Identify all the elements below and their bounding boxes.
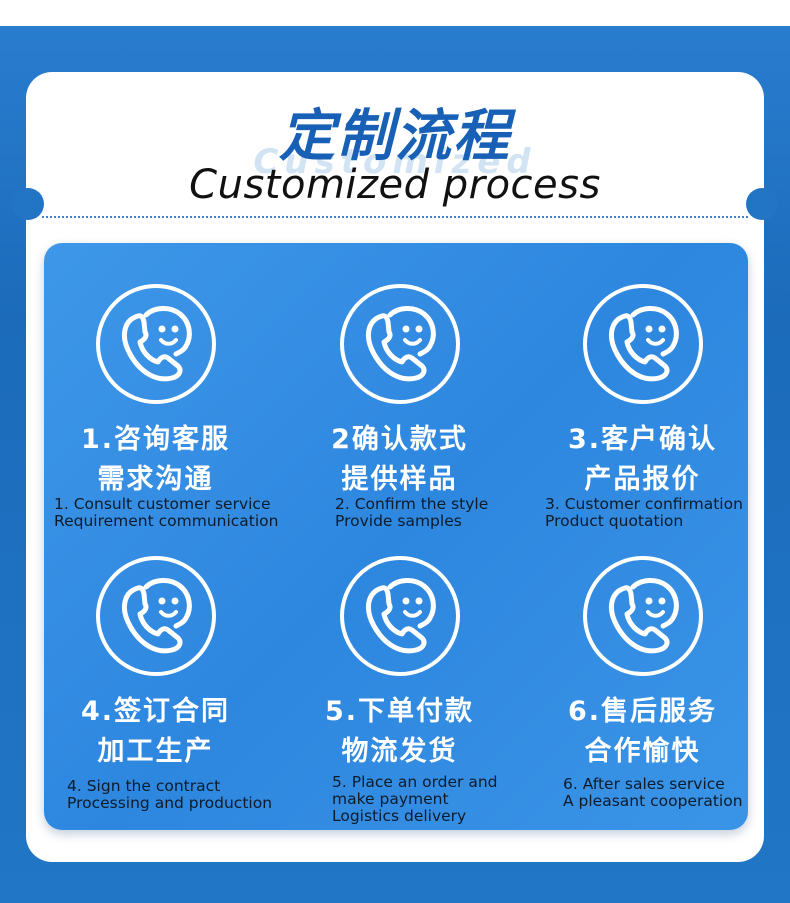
step-desc-line: make payment [332, 790, 449, 808]
step-5-desc: 5. Place an order and make payment Logis… [332, 774, 498, 825]
card-notch-right [746, 188, 778, 220]
step-desc-line: 2. Confirm the style [335, 495, 489, 513]
phone-smile-icon [581, 282, 705, 406]
step-title: 5.下单付款 [324, 696, 475, 727]
top-strip [0, 0, 790, 26]
step-subtitle: 物流发货 [341, 736, 458, 767]
title-ghost-text: Customized [253, 142, 537, 182]
step-title: 3.客户确认 [567, 424, 718, 455]
step-4-desc: 4. Sign the contract Processing and prod… [67, 778, 272, 812]
step-subtitle: 合作愉快 [584, 736, 701, 767]
step-title: 2确认款式 [331, 424, 468, 455]
step-desc-line: 3. Customer confirmation [545, 495, 743, 513]
step-desc-line: Logistics delivery [332, 807, 467, 825]
phone-smile-icon [581, 554, 705, 678]
step-4: 4.签订合同 加工生产 [38, 554, 273, 772]
step-2: 2确认款式 提供样品 [282, 282, 517, 500]
step-subtitle: 需求沟通 [97, 464, 214, 495]
title-divider [42, 216, 748, 218]
step-desc-line: Requirement communication [54, 512, 279, 530]
step-subtitle: 产品报价 [584, 464, 701, 495]
phone-smile-icon [338, 554, 462, 678]
step-2-desc: 2. Confirm the style Provide samples [335, 496, 488, 530]
step-1: 1.咨询客服 需求沟通 [38, 282, 273, 500]
step-desc-line: 1. Consult customer service [54, 495, 271, 513]
phone-smile-icon [94, 554, 218, 678]
page-title-cn: 定制流程 [279, 104, 511, 169]
step-1-desc: 1. Consult customer service Requirement … [54, 496, 278, 530]
step-desc-line: 5. Place an order and [332, 773, 498, 791]
step-desc-line: Product quotation [545, 512, 684, 530]
step-desc-line: Processing and production [67, 794, 273, 812]
step-6: 6.售后服务 合作愉快 [525, 554, 760, 772]
step-3-desc: 3. Customer confirmation Product quotati… [545, 496, 743, 530]
phone-smile-icon [94, 282, 218, 406]
step-subtitle: 提供样品 [341, 464, 458, 495]
step-3: 3.客户确认 产品报价 [525, 282, 760, 500]
step-desc-line: 6. After sales service [563, 775, 725, 793]
step-6-desc: 6. After sales service A pleasant cooper… [563, 776, 743, 810]
phone-smile-icon [338, 282, 462, 406]
step-desc-line: Provide samples [335, 512, 462, 530]
step-desc-line: A pleasant cooperation [563, 792, 743, 810]
step-title: 4.签订合同 [80, 696, 231, 727]
step-title: 6.售后服务 [567, 696, 718, 727]
step-5: 5.下单付款 物流发货 [282, 554, 517, 772]
step-subtitle: 加工生产 [97, 736, 214, 767]
step-desc-line: 4. Sign the contract [67, 777, 221, 795]
step-title: 1.咨询客服 [80, 424, 231, 455]
page-title-en: Customized process [189, 162, 601, 208]
card-notch-left [12, 188, 44, 220]
